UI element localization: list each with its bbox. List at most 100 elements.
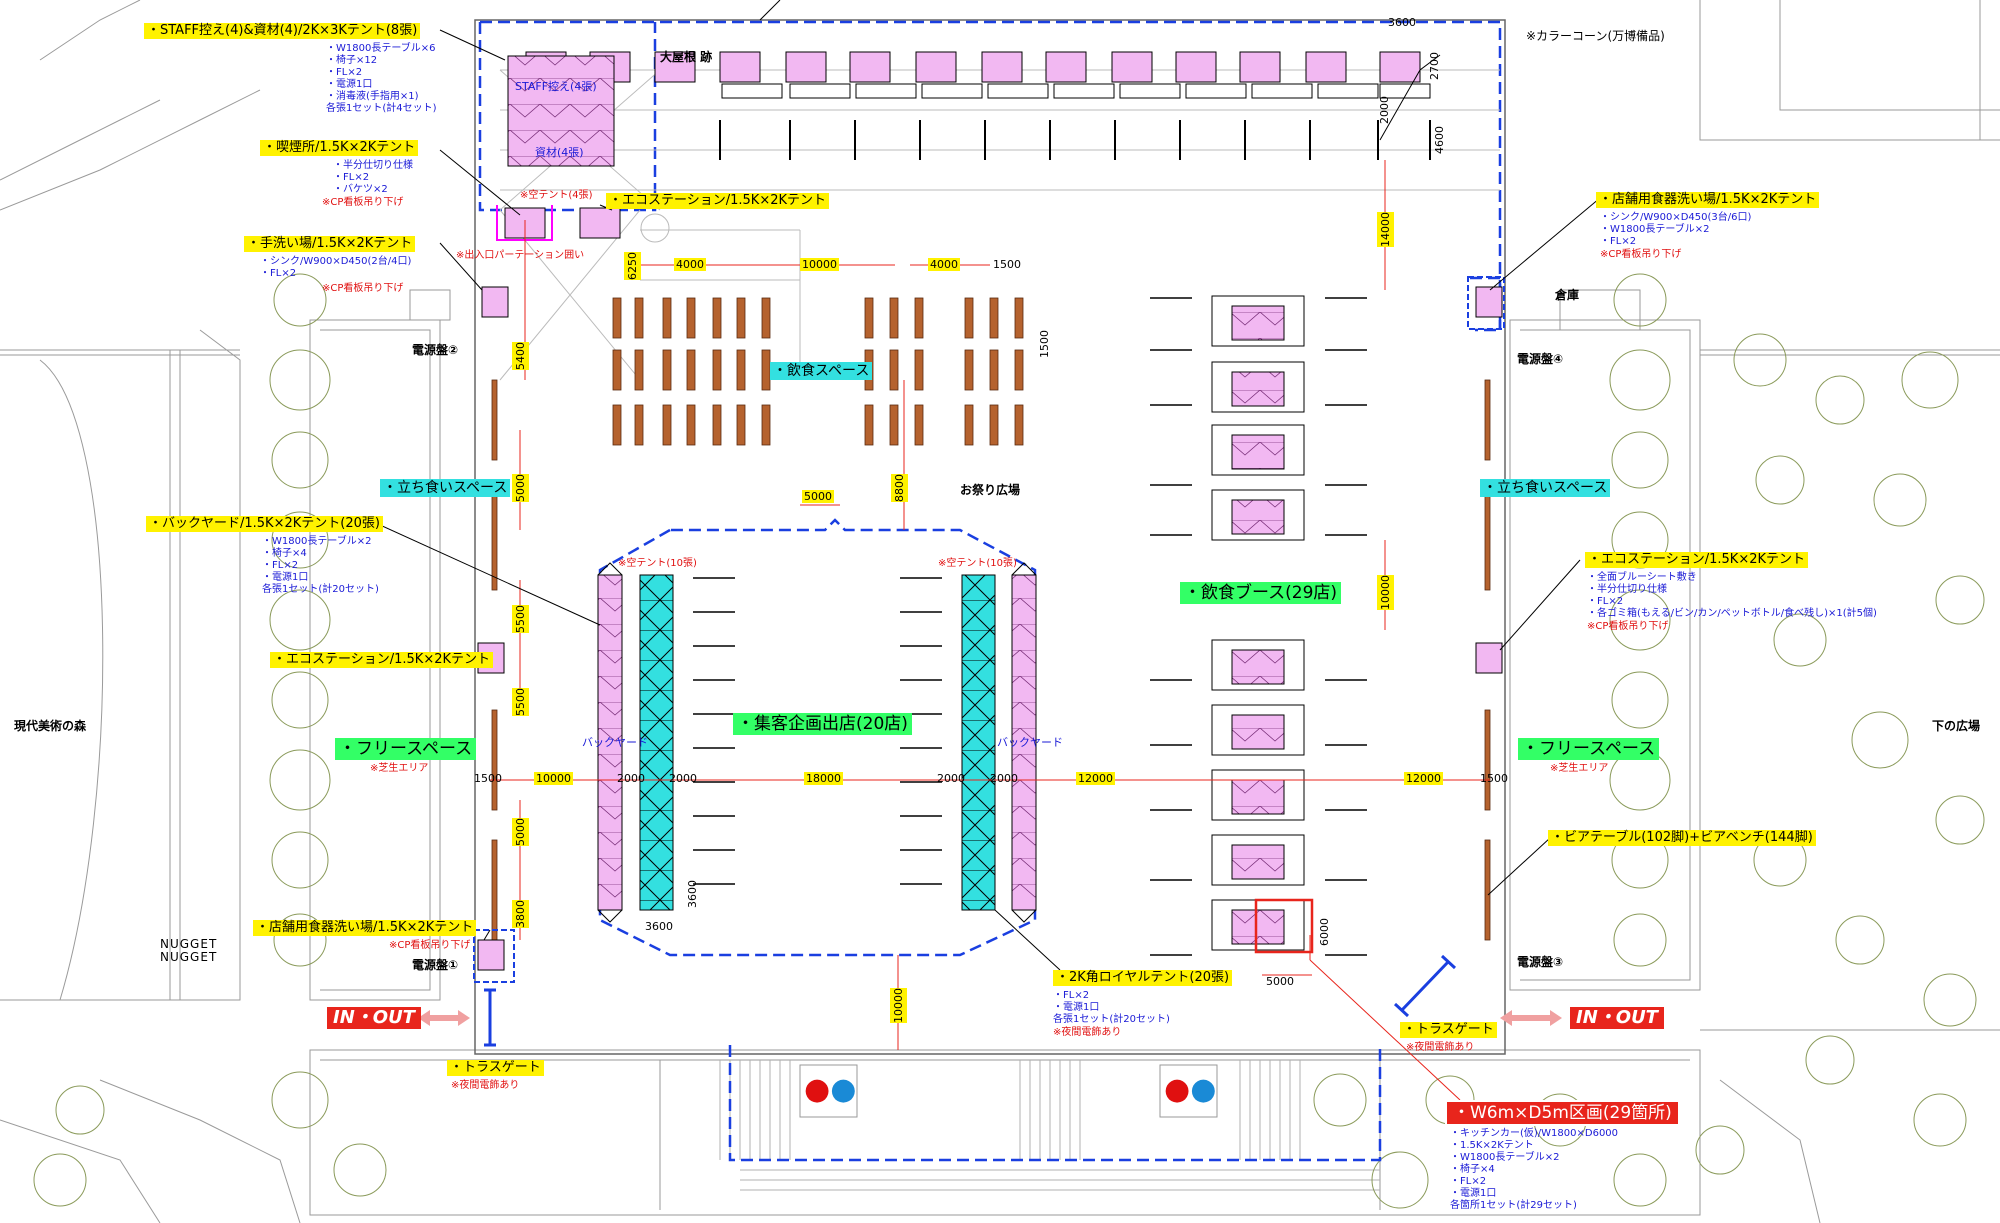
label-eco-right: ・エコステーション/1.5K×2Kテント xyxy=(1585,552,1809,568)
note-line: ・椅子×4 xyxy=(1450,1164,1495,1175)
backyard-columns xyxy=(597,562,1037,923)
dim-label: 18000 xyxy=(804,772,843,785)
note-line: ・電源1口 xyxy=(326,79,373,90)
side-tents xyxy=(477,286,1503,971)
dim-label: 5400 xyxy=(512,342,529,370)
note-line: ・各ゴミ箱(もえる/ビン/カン/ペットボトル/食べ残し)×1(計5個) xyxy=(1587,608,1877,619)
label-eating-space: ・飲食スペース xyxy=(770,362,873,380)
text-power4: 電源盤④ xyxy=(1517,352,1564,366)
label-food-booth: ・飲食ブース(29店) xyxy=(1180,582,1342,604)
dim-label: 10000 xyxy=(800,258,839,271)
text-nugget-2: NUGGET xyxy=(160,950,218,964)
note-line: ・1.5K×2Kテント xyxy=(1450,1140,1534,1151)
text-power1: 電源盤① xyxy=(412,958,459,972)
note-color-cone: ※カラーコーン(万博備品) xyxy=(1526,29,1665,43)
note-free-right: ※芝生エリア xyxy=(1550,763,1609,774)
label-in-out-left: IN・OUT xyxy=(327,1007,421,1029)
label-in-out-right: IN・OUT xyxy=(1570,1007,1664,1029)
note-truss-left: ※夜間電飾あり xyxy=(451,1080,520,1091)
note-line: ・椅子×12 xyxy=(326,55,378,66)
note-line: ・シンク/W900×D450(3台/6口) xyxy=(1600,212,1752,223)
dim-label: 1500 xyxy=(1038,330,1051,358)
male-icon: ● xyxy=(830,1072,857,1107)
dim-label: 4000 xyxy=(674,258,706,271)
label-free-left: ・フリースペース xyxy=(335,738,477,760)
notes-staff: ・W1800長テーブル×6 ・椅子×12 ・FL×2 ・電源1口 ・消毒液(手指… xyxy=(326,43,437,115)
dim-label: 2000 xyxy=(990,772,1018,785)
restroom-icon: ●● xyxy=(1164,1072,1216,1108)
label-handwash: ・手洗い場/1.5K×2Kテント xyxy=(244,236,416,252)
dim-label: 3600 xyxy=(645,920,673,933)
label-shop-wash-left: ・店舗用食器洗い場/1.5K×2Kテント xyxy=(253,920,477,936)
text-forest: 現代美術の森 xyxy=(14,719,87,733)
notes-shop-wash-right: ・シンク/W900×D450(3台/6口) ・W1800長テーブル×2 ・FL×… xyxy=(1600,212,1751,248)
note-line: ・W1800長テーブル×2 xyxy=(1600,224,1710,235)
label-truss-right: ・トラスゲート xyxy=(1400,1022,1497,1038)
leader-lines xyxy=(379,0,1601,971)
note-eco-right-cp: ※CP看板吊り下げ xyxy=(1587,621,1669,632)
in-out-arrows xyxy=(418,1010,1562,1026)
note-shop-wash-left-cp: ※CP看板吊り下げ xyxy=(389,940,471,951)
note-line: ・FL×2 xyxy=(1450,1176,1487,1187)
dim-label: 2000 xyxy=(669,772,697,785)
note-line: 各張1セット(計20セット) xyxy=(1053,1014,1170,1025)
notes-smoking: ・半分仕切り仕様 ・FL×2 ・バケツ×2 xyxy=(333,160,413,196)
female-icon: ● xyxy=(804,1072,831,1107)
note-line: ・電源1口 xyxy=(1053,1002,1100,1013)
dim-label: 1500 xyxy=(1480,772,1508,785)
note-line: ・消毒液(手指用×1) xyxy=(326,91,419,102)
dim-label: 5500 xyxy=(512,605,529,633)
note-line: ・FL×2 xyxy=(326,67,363,78)
label-smoking: ・喫煙所/1.5K×2Kテント xyxy=(260,140,419,156)
food-booths xyxy=(1211,295,1314,954)
note-line: 各箇所1セット(計29セット) xyxy=(1450,1200,1577,1211)
dim-label: 12000 xyxy=(1404,772,1443,785)
dim-label: 4600 xyxy=(1433,126,1446,154)
side-tent-outlines xyxy=(473,276,1505,983)
dim-label: 2000 xyxy=(937,772,965,785)
stairs-hatching xyxy=(719,1060,1380,1191)
note-line: ・全面ブルーシート敷き xyxy=(1587,572,1697,583)
dim-label: 2000 xyxy=(1378,96,1391,124)
label-beer-tables: ・ビアテーブル(102脚)+ビアベンチ(144脚) xyxy=(1548,830,1816,846)
notes-royal: ・FL×2 ・電源1口 各張1セット(計20セット) xyxy=(1053,990,1170,1026)
dim-label: 6000 xyxy=(1318,918,1331,946)
note-line: ・W1800長テーブル×2 xyxy=(262,536,372,547)
note-line: ・キッチンカー(仮)/W1800×D6000 xyxy=(1450,1128,1619,1139)
note-smoking-cp: ※CP看板吊り下げ xyxy=(322,197,404,208)
label-eco-left: ・エコステーション/1.5K×2Kテント xyxy=(270,652,494,668)
text-power3: 電源盤③ xyxy=(1517,955,1564,969)
top-tents xyxy=(525,51,1431,160)
truss-gates xyxy=(484,954,1457,1047)
dim-label: 14000 xyxy=(1377,212,1394,247)
note-line: ・電源1口 xyxy=(1450,1188,1497,1199)
notes-zone: ・キッチンカー(仮)/W1800×D6000 ・1.5K×2Kテント ・W180… xyxy=(1450,1128,1618,1212)
label-staff-tents: ・STAFF控え(4)&資材(4)/2K×3Kテント(8張) xyxy=(144,23,421,39)
text-material-tent: 資材(4張) xyxy=(535,146,584,159)
eating-tables xyxy=(491,297,1491,941)
note-empty-tent-top: ※空テント(4張) xyxy=(520,190,593,201)
text-backyard-left: バックヤード xyxy=(582,736,648,749)
note-line: ・電源1口 xyxy=(262,572,309,583)
notes-backyard: ・W1800長テーブル×2 ・椅子×4 ・FL×2 ・電源1口 各張1セット(計… xyxy=(262,536,379,596)
dim-label: 1500 xyxy=(993,258,1021,271)
text-lower-plaza: 下の広場 xyxy=(1932,719,1981,733)
note-handwash-cp: ※CP看板吊り下げ xyxy=(322,283,404,294)
note-line: ・椅子×4 xyxy=(262,548,307,559)
dim-label: 5000 xyxy=(512,474,529,502)
label-free-right: ・フリースペース xyxy=(1518,738,1660,760)
note-truss-right: ※夜間電飾あり xyxy=(1406,1042,1475,1053)
dimension-lines xyxy=(490,160,1490,1101)
note-line: ・半分仕切り仕様 xyxy=(333,160,413,171)
note-line: ・シンク/W900×D450(2台/4口) xyxy=(260,256,412,267)
note-line: ・FL×2 xyxy=(333,172,370,183)
text-staff-tent: STAFF控え(4張) xyxy=(515,80,597,93)
note-shop-wash-right-cp: ※CP看板吊り下げ xyxy=(1600,249,1682,260)
note-empty-tent-left: ※空テント(10張) xyxy=(618,558,697,569)
label-shop-wash-right: ・店舗用食器洗い場/1.5K×2Kテント xyxy=(1596,192,1820,208)
notes-eco-right: ・全面ブルーシート敷き ・半分仕切り仕様 ・FL×2 ・各ゴミ箱(もえる/ビン/… xyxy=(1587,572,1877,620)
dim-label: 3600 xyxy=(1388,16,1416,29)
